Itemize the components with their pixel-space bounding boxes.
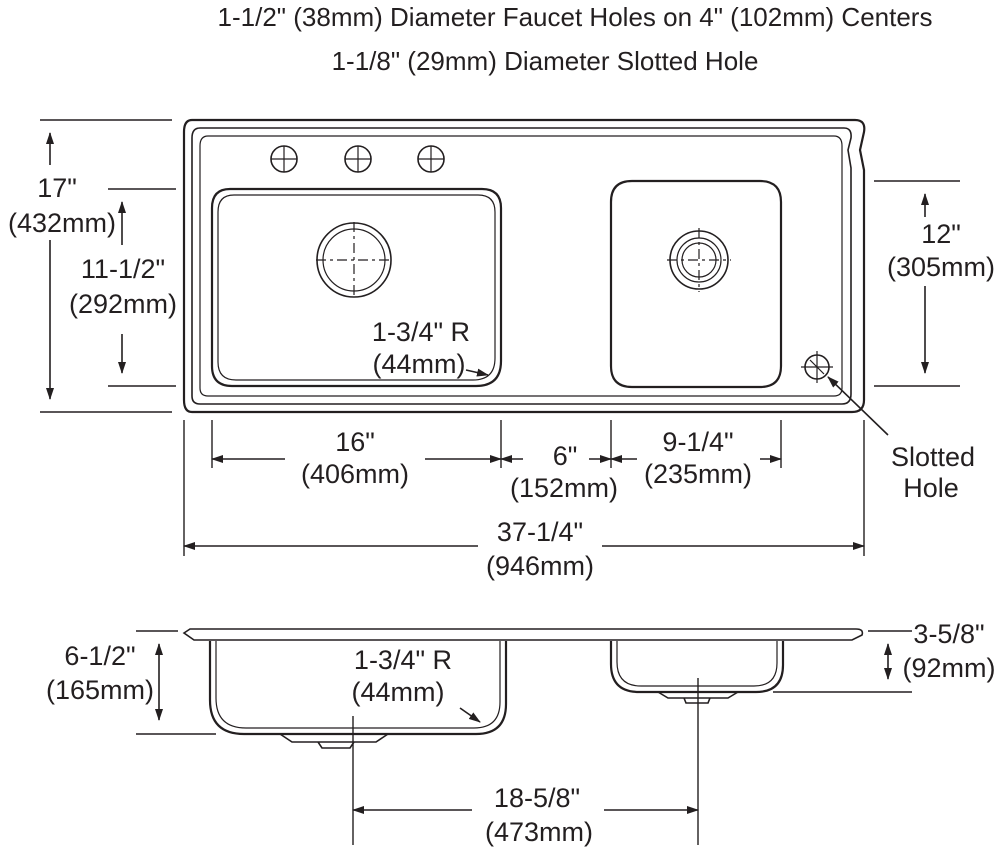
left-bowl — [210, 187, 503, 388]
dim-right-bowl-height-metric: (92mm) — [903, 653, 996, 683]
sink-outer-rim — [182, 118, 866, 414]
dim-side-radius-metric: (44mm) — [352, 677, 445, 707]
dim-side-radius-leader — [459, 707, 481, 723]
dim-left-bowl-radius-imperial: 1-3/4" R — [372, 317, 470, 347]
dim-side-radius-imperial: 1-3/4" R — [354, 645, 452, 675]
side-left-bowl — [208, 641, 508, 736]
dim-overall-width — [183, 420, 865, 556]
slotted-hole-label-line1: Slotted — [891, 442, 975, 472]
dim-left-bowl-width-imperial: 16" — [335, 427, 375, 457]
dim-right-bowl-depth — [874, 180, 960, 387]
sink-side-view — [182, 628, 864, 749]
header-slotted-hole-note: 1-1/8" (29mm) Diameter Slotted Hole — [332, 46, 759, 76]
dim-left-bowl-radius-leader — [465, 368, 489, 377]
side-right-bowl — [609, 641, 785, 694]
dim-right-bowl-width-metric: (235mm) — [644, 459, 752, 489]
right-bowl — [609, 179, 783, 389]
dim-drain-spacing-metric: (473mm) — [485, 817, 593, 847]
faucet-hole-2 — [344, 145, 372, 173]
dim-right-bowl-height — [773, 630, 912, 693]
dim-right-bowl-depth-metric: (305mm) — [887, 252, 995, 282]
faucet-hole-3 — [417, 145, 445, 173]
dim-overall-depth — [40, 119, 172, 413]
dim-bowl-gap-metric: (152mm) — [510, 473, 618, 503]
dim-left-bowl-height-imperial: 6-1/2" — [64, 641, 135, 671]
dim-left-bowl-radius-metric: (44mm) — [373, 349, 466, 379]
left-bowl-drain — [316, 222, 392, 298]
dim-left-bowl-depth-imperial: 11-1/2" — [81, 254, 165, 284]
sink-top-view — [182, 118, 866, 414]
slotted-hole-label-line2: Hole — [903, 473, 959, 503]
dim-overall-width-imperial: 37-1/4" — [497, 517, 583, 547]
dim-left-bowl-height — [136, 630, 216, 735]
dim-bowl-widths — [211, 420, 782, 468]
dim-drain-spacing-imperial: 18-5/8" — [494, 783, 580, 813]
dim-left-bowl-depth — [108, 188, 176, 387]
sink-rim-inner-1 — [191, 127, 852, 405]
dim-overall-width-metric: (946mm) — [486, 551, 594, 581]
slotted-hole-leader — [827, 376, 889, 436]
slotted-hole — [801, 351, 833, 383]
dim-bowl-gap-imperial: 6" — [553, 441, 578, 471]
side-rim — [182, 628, 864, 641]
faucet-hole-1 — [270, 145, 298, 173]
side-left-drain — [279, 733, 389, 749]
right-bowl-drain — [667, 228, 731, 292]
dim-left-bowl-depth-metric: (292mm) — [69, 289, 177, 319]
sink-rim-inner-2 — [199, 135, 843, 397]
dim-right-bowl-width-imperial: 9-1/4" — [662, 427, 733, 457]
dim-right-bowl-depth-imperial: 12" — [921, 219, 961, 249]
dim-left-bowl-width-metric: (406mm) — [301, 459, 409, 489]
dim-drain-spacing — [352, 678, 699, 845]
dim-overall-depth-imperial: 17" — [37, 173, 77, 203]
dim-overall-depth-metric: (432mm) — [8, 208, 116, 238]
dim-left-bowl-height-metric: (165mm) — [46, 675, 154, 705]
dim-right-bowl-height-imperial: 3-5/8" — [913, 619, 984, 649]
header-faucet-holes-note: 1-1/2" (38mm) Diameter Faucet Holes on 4… — [218, 2, 933, 32]
